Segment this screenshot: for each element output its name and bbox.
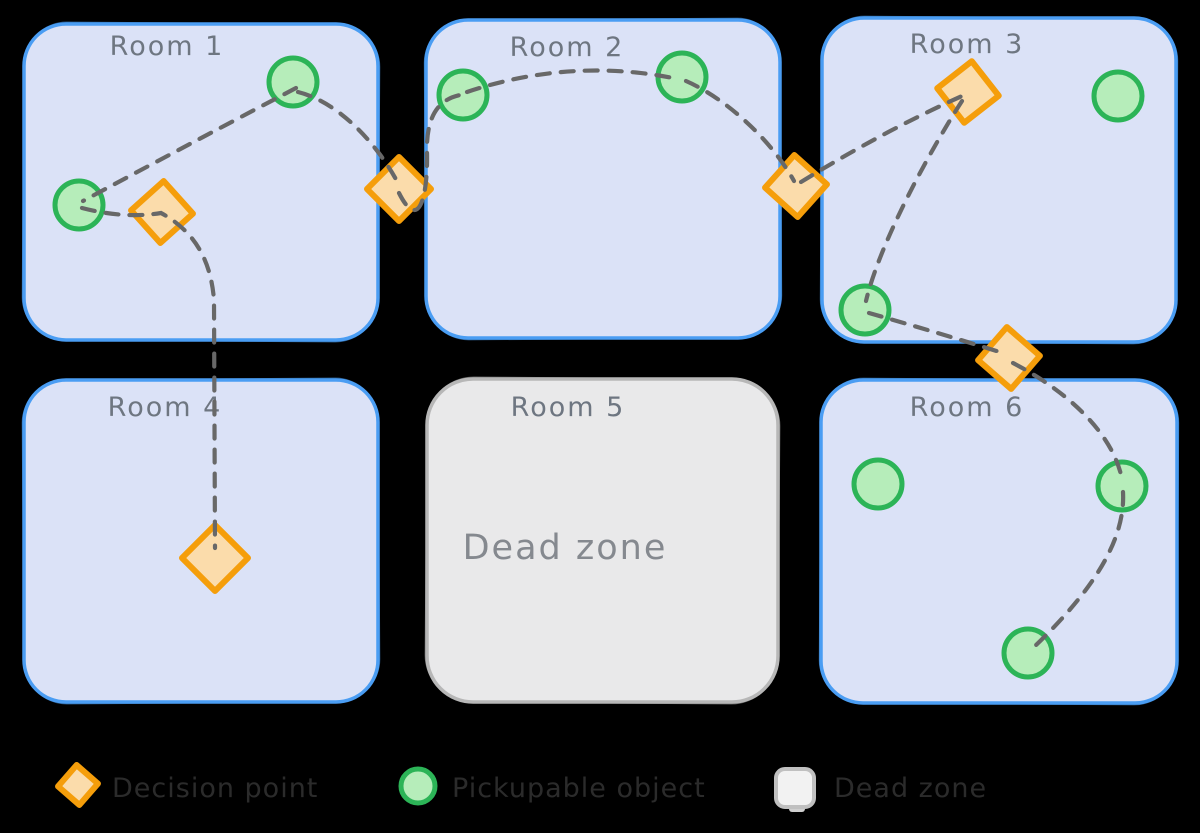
- decision-point-node: [934, 58, 1002, 126]
- path-segment: [1010, 360, 1125, 482]
- room-2-rect: [424, 18, 782, 340]
- pickupable-object-node: [52, 178, 106, 232]
- path-segment: [863, 98, 965, 304]
- pickupable-object-node: [851, 457, 905, 511]
- room-2: Room 2: [423, 17, 783, 341]
- legend: Decision point Pickupable object Dead zo…: [55, 762, 987, 812]
- decision-nodes-layer: [128, 58, 1043, 594]
- legend-label: Dead zone: [834, 773, 987, 804]
- room-5-rect: [425, 377, 780, 704]
- decision-point-node: [179, 522, 251, 594]
- object-nodes-layer: [52, 50, 1149, 680]
- legend-item-dead-zone: Dead zone: [774, 767, 987, 812]
- pickupable-object-node: [436, 68, 490, 122]
- path-segment: [1030, 489, 1126, 651]
- path-segment: [79, 205, 218, 551]
- legend-item-decision-point: Decision point: [55, 762, 318, 808]
- path-segment: [866, 310, 1006, 356]
- path-segment: [295, 89, 401, 186]
- pickupable-object-node: [1091, 69, 1145, 123]
- room-label: Room 1: [110, 31, 225, 62]
- room-label: Room 6: [910, 392, 1025, 423]
- path-segment: [798, 93, 965, 185]
- decision-point-node: [762, 152, 830, 220]
- room-label: Room 4: [108, 392, 223, 423]
- room-label: Room 3: [910, 29, 1025, 60]
- room-5-dead-zone: Room 5 Dead zone: [424, 376, 781, 705]
- dead-zone-icon: [774, 767, 816, 809]
- path-segment: [683, 78, 797, 184]
- room-6: Room 6: [818, 377, 1180, 706]
- room-label: Room 5: [511, 392, 626, 423]
- decision-point-node: [364, 154, 434, 224]
- legend-item-pickupable-object: Pickupable object: [398, 766, 706, 806]
- pickupable-object-icon: [398, 766, 438, 806]
- pickupable-object-node: [1095, 459, 1149, 513]
- path-segment: [396, 92, 463, 213]
- dead-zone-text: Dead zone: [463, 528, 668, 568]
- patrol-path-layer: [79, 68, 1126, 651]
- room-label: Room 2: [510, 32, 625, 63]
- legend-label: Decision point: [112, 773, 318, 804]
- room-6-rect: [819, 378, 1179, 705]
- pickupable-object-node: [838, 283, 892, 337]
- path-segment: [464, 68, 681, 95]
- room-3: Room 3: [819, 15, 1179, 345]
- path-segment: [80, 85, 299, 204]
- decision-point-icon: [55, 762, 101, 808]
- legend-label: Pickupable object: [452, 773, 706, 804]
